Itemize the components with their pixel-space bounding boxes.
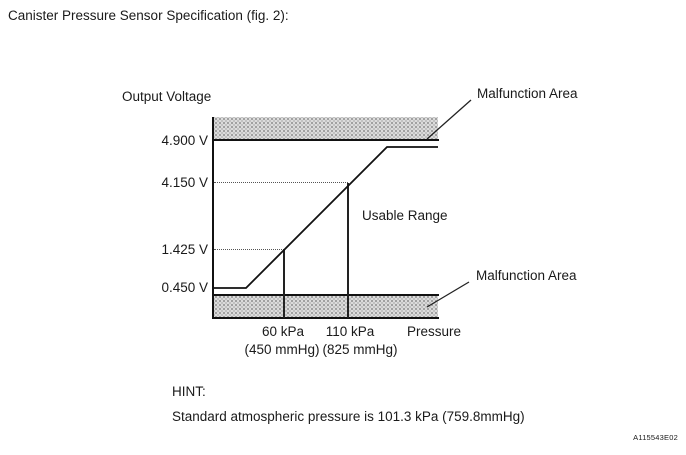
y-tick-1425: 1.425 V [161,242,208,257]
malfunction-band-bottom [214,295,438,318]
x-tick-60kpa: 60 kPa [261,324,305,339]
x-axis-line [212,317,439,319]
x-tick-450mmhg: (450 mmHg) [244,342,320,357]
hint-text: Standard atmospheric pressure is 101.3 k… [172,409,525,424]
reference-line-4150 [214,182,348,183]
leader-line-malfunction-bottom [426,281,470,308]
y-axis-title: Output Voltage [122,89,212,104]
malfunction-area-label-bottom: Malfunction Area [476,268,577,283]
upper-limit-line-4900 [213,139,439,141]
leader-line-malfunction-top [426,99,472,140]
page-title: Canister Pressure Sensor Specification (… [8,8,289,23]
hint-label: HINT: [172,384,206,399]
y-tick-0450: 0.450 V [161,280,208,295]
lower-band-edge-line [213,294,439,296]
malfunction-band-top [214,117,438,140]
malfunction-area-label-top: Malfunction Area [477,86,578,101]
y-tick-4150: 4.150 V [161,175,208,190]
usable-range-label: Usable Range [362,208,448,223]
y-axis-line [212,117,214,319]
x-tick-825mmhg: (825 mmHg) [322,342,398,357]
reference-line-1425 [214,249,284,250]
sensor-output-curve [214,146,438,289]
y-tick-4900: 4.900 V [161,133,208,148]
figure-doc-code: A115543E02 [633,433,678,442]
x-axis-title: Pressure [407,324,462,339]
reference-vline-110kpa [347,183,349,318]
x-tick-110kpa: 110 kPa [325,324,375,339]
reference-vline-60kpa [283,250,285,318]
